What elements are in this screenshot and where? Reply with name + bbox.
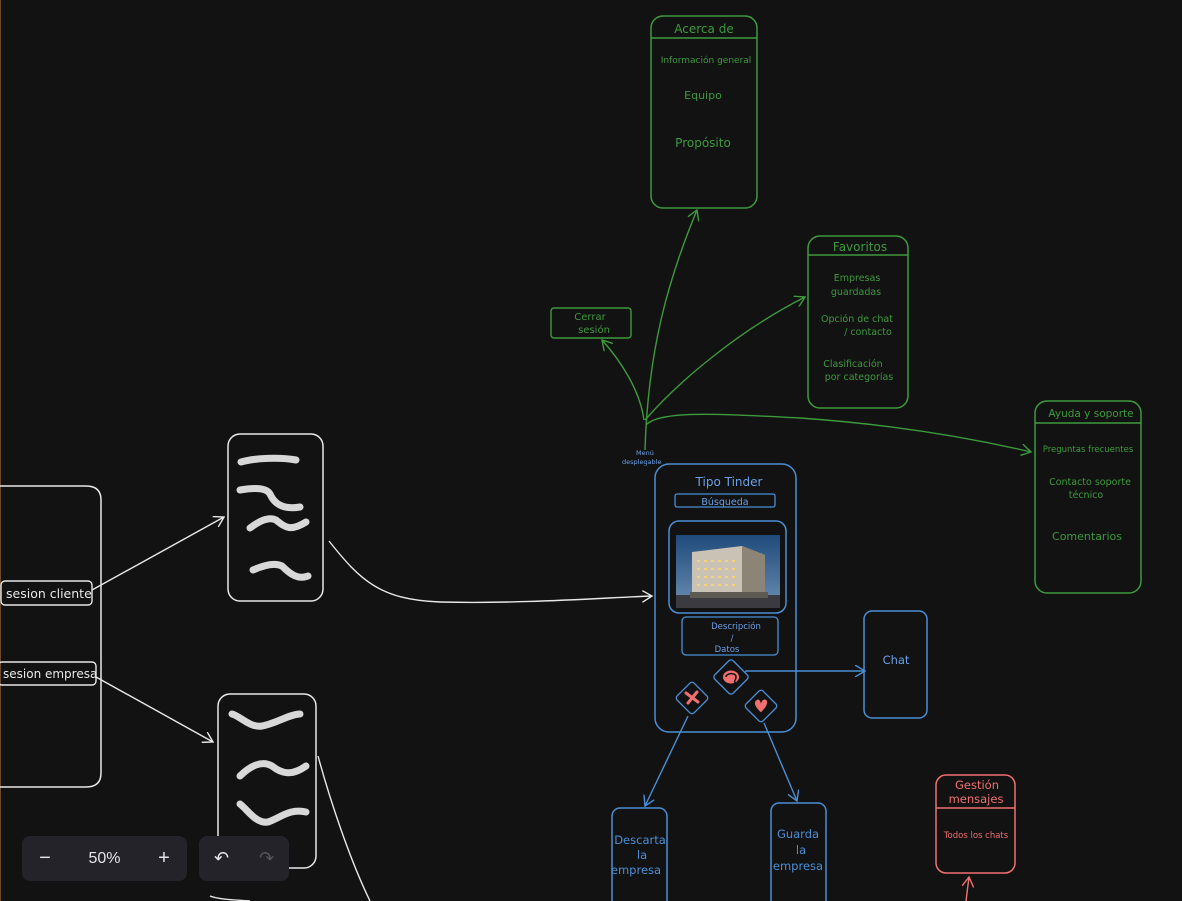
gestion-title-2: mensajes: [949, 792, 1004, 806]
zoom-out-button[interactable]: −: [39, 847, 51, 869]
history-toolbar: ↶ ↷: [199, 836, 289, 881]
search-bar[interactable]: Búsqueda: [674, 493, 776, 508]
favoritos-item-opcion: Opción de chat: [821, 314, 893, 325]
menu-label: Menú: [636, 449, 654, 457]
chat-action-button[interactable]: [713, 659, 750, 696]
login-panel[interactable]: [0, 485, 102, 788]
gestion-connector: [966, 877, 969, 901]
ayuda-item-tecnico: técnico: [1069, 490, 1104, 501]
redo-icon[interactable]: ↷: [258, 848, 275, 868]
acerca-item-informacion: Información general: [661, 55, 752, 66]
cerrar-sesion-button[interactable]: Cerrar sesión: [550, 307, 632, 339]
ayuda-item-comentarios: Comentarios: [1052, 530, 1122, 543]
descarta-line-3: empresa: [611, 863, 661, 877]
descarta-line-1: Descarta: [614, 833, 666, 847]
sesion-cliente-label: sesion cliente: [6, 586, 92, 601]
company-photo: [676, 535, 780, 608]
sesion-label: sesión: [578, 324, 610, 336]
chat-bubble-icon: [723, 670, 739, 684]
favoritos-item-empresas: Empresas: [834, 273, 881, 284]
sesion-empresa-label: sesion empresa: [3, 667, 97, 681]
gestion-mensajes-card[interactable]: Gestión mensajes Todos los chats: [935, 774, 1016, 874]
cerrar-label: Cerrar: [574, 312, 606, 323]
heart-icon: [753, 698, 769, 714]
favoritos-title: Favoritos: [833, 240, 887, 254]
ayuda-soporte-card[interactable]: Ayuda y soporte Preguntas frecuentes Con…: [1034, 400, 1142, 594]
discard-action-button[interactable]: [675, 681, 709, 715]
descarta-line-2: la: [637, 848, 647, 862]
zoom-level[interactable]: 50%: [88, 849, 121, 867]
favoritos-item-clasificacion: Clasificación: [823, 359, 882, 370]
tinder-title: Tipo Tinder: [695, 475, 763, 489]
desc-label-1: Descripción: [711, 621, 761, 632]
canvas-edge: [0, 0, 1, 901]
sesion-empresa-button[interactable]: sesion empresa: [0, 661, 97, 686]
acerca-de-title: Acerca de: [674, 22, 733, 36]
guarda-line-1: Guarda: [777, 827, 819, 841]
tinder-phone[interactable]: Tipo Tinder Búsqueda: [654, 463, 797, 733]
chat-card[interactable]: Chat: [863, 610, 928, 719]
favoritos-item-contacto: / contacto: [844, 327, 892, 338]
favoritos-item-categorias: por categorías: [825, 372, 894, 383]
search-label: Búsqueda: [701, 497, 748, 508]
acerca-item-equipo: Equipo: [684, 89, 722, 102]
guarda-card[interactable]: Guarda la empresa: [770, 802, 827, 901]
favoritos-card[interactable]: Favoritos Empresas guardadas Opción de c…: [807, 235, 909, 409]
zoom-in-button[interactable]: +: [158, 847, 170, 869]
tinder-connectors: [645, 671, 865, 806]
ayuda-title: Ayuda y soporte: [1048, 408, 1133, 420]
chat-label: Chat: [883, 653, 910, 667]
menu-connectors: [602, 210, 1031, 452]
favoritos-item-guardadas: guardadas: [831, 287, 881, 298]
desc-label-3: Datos: [715, 645, 740, 655]
gestion-item-todos: Todos los chats: [943, 831, 1009, 841]
guarda-line-2: la: [796, 843, 806, 857]
ayuda-item-preguntas: Preguntas frecuentes: [1043, 445, 1134, 455]
descarta-card[interactable]: Descarta la empresa: [611, 807, 668, 901]
gestion-title-1: Gestión: [955, 778, 999, 792]
desc-label-2: /: [731, 634, 734, 644]
white-connectors: [91, 517, 652, 901]
ayuda-item-contacto: Contacto soporte: [1049, 477, 1131, 488]
cliente-phone-sketch[interactable]: [227, 433, 324, 602]
close-x-icon: [684, 690, 700, 705]
undo-icon[interactable]: ↶: [213, 848, 230, 868]
menu-label-2: desplegable: [622, 458, 661, 466]
sesion-cliente-button[interactable]: sesion cliente: [0, 580, 93, 606]
zoom-toolbar: − 50% +: [22, 836, 187, 881]
acerca-de-card[interactable]: Acerca de Información general Equipo Pro…: [650, 15, 758, 209]
guarda-line-3: empresa: [773, 859, 823, 873]
acerca-item-proposito: Propósito: [675, 136, 731, 150]
description-box[interactable]: Descripción / Datos: [681, 616, 779, 656]
like-action-button[interactable]: [744, 689, 778, 723]
